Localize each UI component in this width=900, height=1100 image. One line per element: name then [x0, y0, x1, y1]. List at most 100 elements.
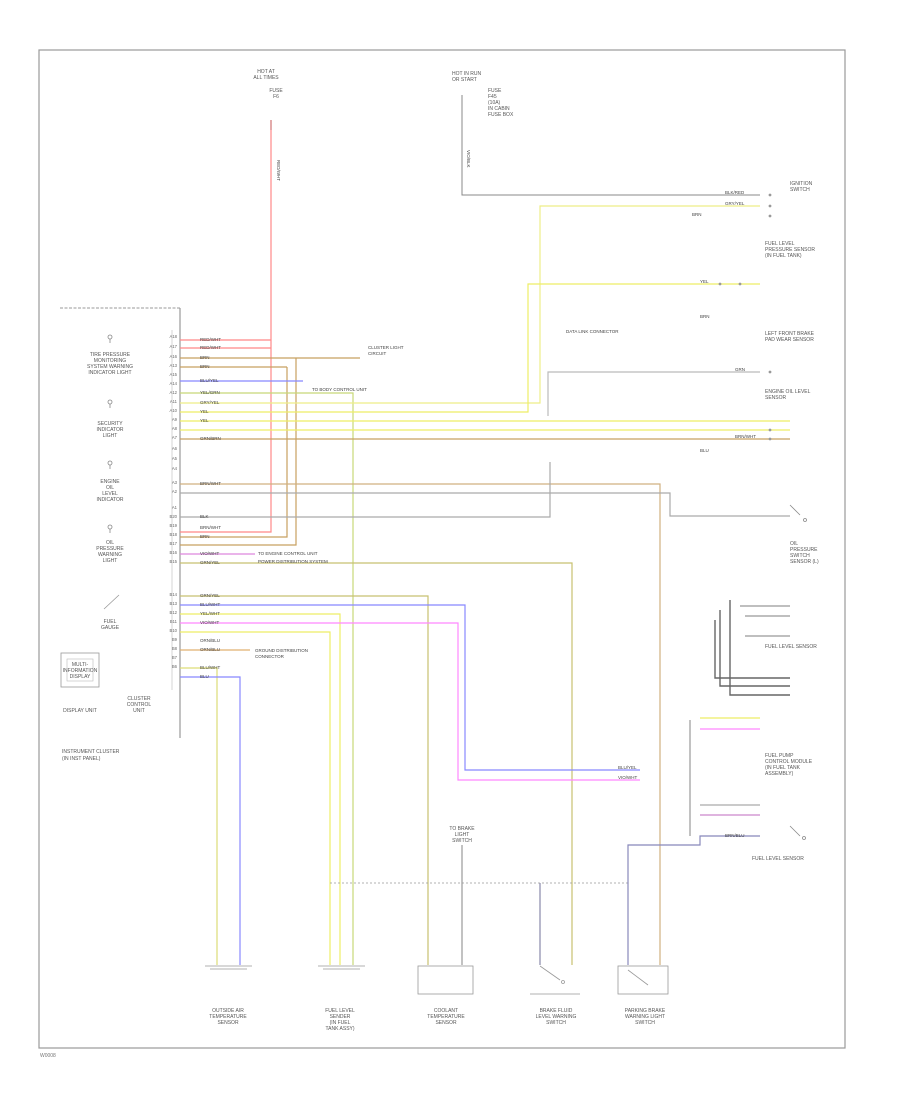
oil-level-sensor-label: ENGINE OIL LEVEL — [765, 389, 811, 395]
wire-gray — [719, 610, 790, 687]
to-engine-control-label: TO ENGINE CONTROL UNIT — [258, 551, 318, 556]
wire-label: BRN/WHT — [200, 525, 221, 530]
pin-label: A15 — [170, 372, 178, 377]
wire-label: RED/WHT — [200, 345, 221, 350]
pin-label: A12 — [170, 390, 178, 395]
fuel-sender-label: TANK ASSY) — [325, 1026, 354, 1032]
wire-gray — [547, 371, 760, 416]
connector-dots — [718, 193, 772, 441]
oil-pressure-switch-label: SENSOR (L) — [790, 559, 819, 565]
wire-gray — [180, 492, 790, 517]
wire-blue — [180, 604, 640, 771]
brake-light-switch-label: LIGHT — [455, 832, 470, 838]
coolant-sensor-label: COOLANT — [434, 1008, 458, 1014]
wire-label: YEL — [700, 279, 709, 284]
wire-label: YEL — [200, 418, 209, 423]
feed-label: OR START — [452, 77, 477, 83]
parking-brake-switch-label: PARKING BRAKE — [625, 1008, 666, 1014]
pin-label: B7 — [172, 655, 178, 660]
svg-text:INSTRUMENT CLUSTER(IN INST PAN: INSTRUMENT CLUSTER(IN INST PANEL) — [62, 749, 120, 762]
feed-label: (10A) — [488, 100, 501, 106]
fuel-gauge-needle — [103, 594, 120, 610]
indicator-label: SECURITY — [97, 421, 123, 427]
wire-label: ORN/BLU — [200, 647, 220, 652]
wire-label: BRN/WHT — [200, 481, 221, 486]
wire-color-label: VIO/BLK — [466, 150, 471, 168]
indicator-lamp-icon — [107, 334, 113, 343]
pin-label: B11 — [170, 619, 178, 624]
oil-pressure-switch-label: OIL — [790, 541, 798, 547]
pin-label: B8 — [172, 646, 178, 651]
wire-label: ORN/BLU — [200, 638, 220, 643]
fuel-level-sensor-2-label: FUEL LEVEL SENSOR — [765, 644, 817, 650]
pin-label: A1 — [172, 505, 178, 510]
coolant-sensor-box — [417, 965, 474, 995]
wire-yellow — [180, 667, 218, 965]
pin-label: A9 — [172, 417, 178, 422]
feed-label: HOT IN RUN — [452, 71, 481, 77]
indicator-label: OIL — [106, 485, 114, 491]
wire-label: BLU — [700, 448, 709, 453]
wire-label: YEL/WHT — [200, 611, 220, 616]
display-text: DISPLAY — [70, 674, 91, 680]
wire-label: GRN/BRN — [200, 436, 221, 441]
brake-light-switch-label: TO BRAKE — [449, 826, 475, 832]
wire-gray — [180, 462, 551, 518]
wire-label: BLU/WHT — [200, 665, 221, 670]
outside-air-sensor-label: TEMPERATURE — [209, 1014, 247, 1020]
wire-color-label: RED/WHT — [276, 160, 281, 181]
parking-brake-switch-box — [617, 965, 669, 995]
control-unit-label: UNIT — [133, 708, 145, 714]
fuel-sender-label: FUEL LEVEL — [325, 1008, 355, 1014]
indicator-label: GAUGE — [101, 625, 120, 631]
wire-label: BLU/YEL — [200, 378, 219, 383]
cluster-title: INSTRUMENT CLUSTER — [62, 749, 120, 755]
diagram-frame — [38, 49, 846, 1049]
display-text: INFORMATION — [63, 668, 98, 674]
ground-icon — [318, 965, 365, 970]
indicator-label: WARNING — [98, 552, 122, 558]
pin-label: A13 — [170, 363, 178, 368]
wire-blue — [180, 676, 241, 965]
pin-label: A14 — [170, 381, 178, 386]
to-body-control-label: TO BODY CONTROL UNIT — [312, 387, 367, 392]
wire-label: BRN — [200, 355, 210, 360]
indicator-label: TIRE PRESSURE — [90, 352, 131, 358]
wire-label: YEL/GRN — [200, 390, 220, 395]
fuel-level-sensor-label: FUEL LEVEL — [765, 241, 795, 247]
parking-brake-switch-label: SWITCH — [635, 1020, 655, 1026]
wire-yellow — [180, 205, 760, 404]
wire-pink — [180, 622, 640, 781]
wire-yellow — [180, 613, 341, 965]
wire-label: BLU — [200, 674, 209, 679]
wire-label: VIO/WHT — [618, 775, 637, 780]
wire-yellow — [180, 283, 760, 413]
pin-label: B14 — [170, 592, 178, 597]
wire-label: YEL — [200, 409, 209, 414]
parking-brake-switch-label: WARNING LIGHT — [625, 1014, 665, 1020]
control-unit-label: CONTROL — [127, 702, 152, 708]
wire-label: BRN — [692, 212, 702, 217]
pin-label: B16 — [170, 550, 178, 555]
wire-label: BRN/BLU — [725, 833, 745, 838]
wire-label: BRN/WHT — [735, 434, 756, 439]
indicator-lamp-icon — [107, 524, 113, 533]
ground-icon — [205, 965, 252, 970]
